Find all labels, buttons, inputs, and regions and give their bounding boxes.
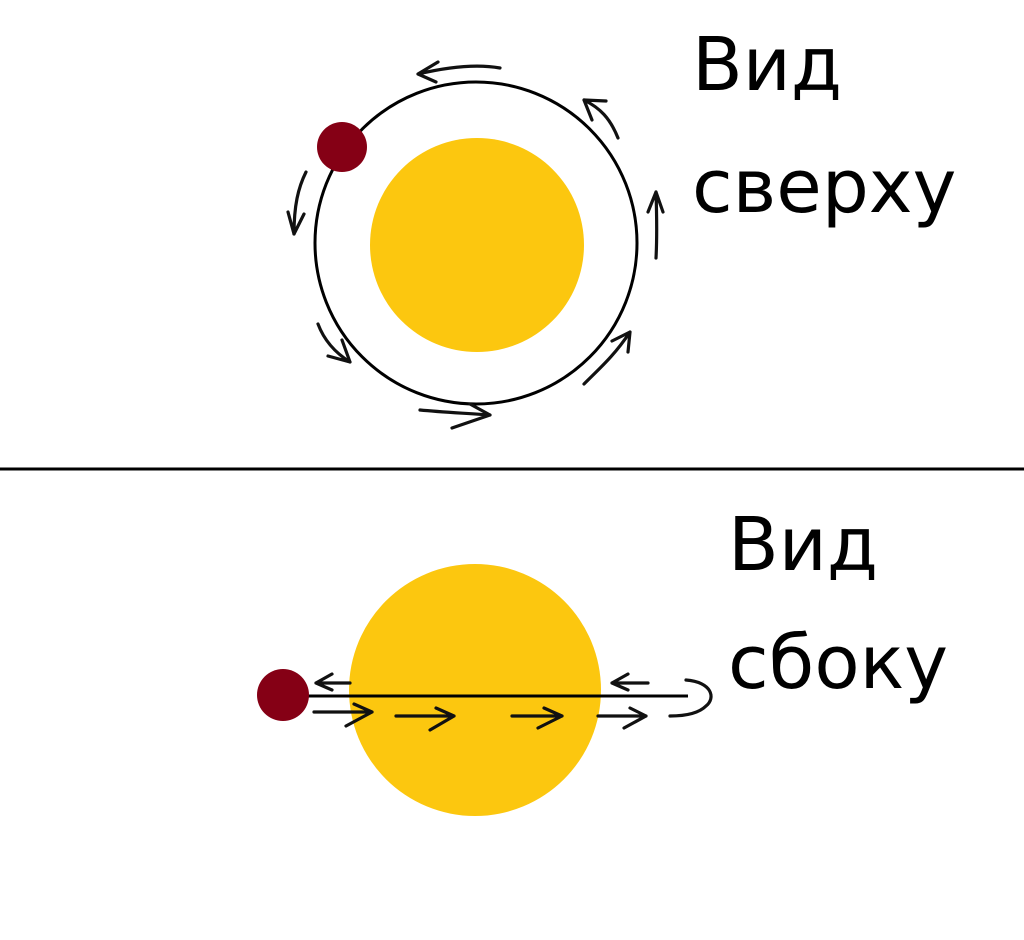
orbit-arrow-icon [416, 60, 502, 84]
orbit-arrow-icon [286, 170, 308, 236]
top-view-title-line1: Вид [692, 22, 843, 108]
orbit-arrow-icon [510, 706, 564, 730]
planet-icon [257, 669, 309, 721]
orbit-arrow-icon [610, 672, 650, 692]
side-view-title-line1: Вид [728, 502, 879, 588]
orbit-arrow-icon [312, 702, 374, 728]
orbit-arrow-icon [582, 98, 620, 140]
orbit-arrow-icon [668, 678, 713, 718]
top-view-title-line2: сверху [692, 144, 957, 230]
orbit-arrow-icon [418, 402, 492, 430]
orbit-arrow-icon [316, 322, 352, 364]
side-view-panel [257, 564, 713, 816]
orbit-arrow-icon [646, 190, 665, 260]
top-view-panel [286, 60, 665, 430]
orbit-arrow-icon [314, 672, 352, 692]
sun-icon [370, 138, 584, 352]
orbit-arrow-icon [394, 706, 456, 732]
orbit-ring [313, 80, 639, 406]
sun-icon [349, 564, 601, 816]
planet-icon [317, 122, 367, 172]
side-view-title-line2: сбоку [728, 620, 949, 706]
orbit-arrow-icon [596, 706, 648, 730]
orbit-arrow-icon [582, 330, 632, 386]
